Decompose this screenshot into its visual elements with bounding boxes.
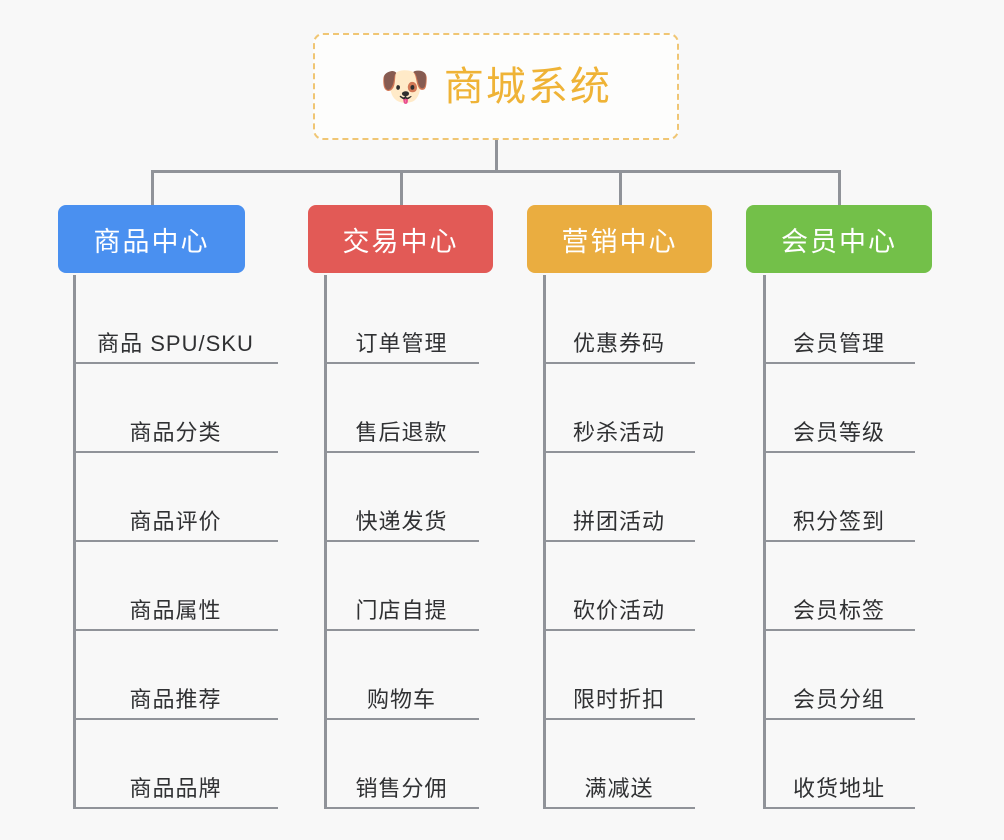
leaf-item[interactable]: 会员管理 — [763, 275, 915, 364]
category-box-marketing-center[interactable]: 营销中心 — [527, 205, 712, 273]
leaf-item[interactable]: 快递发货 — [324, 453, 479, 542]
leaf-item-label: 售后退款 — [355, 419, 448, 445]
leaf-item[interactable]: 会员标签 — [763, 542, 915, 631]
horizontal-bus-connector — [150, 170, 841, 173]
leaf-item-label: 积分签到 — [792, 508, 885, 534]
category-box-trade-center[interactable]: 交易中心 — [308, 205, 493, 273]
leaf-item[interactable]: 会员等级 — [763, 364, 915, 453]
leaf-item-label: 快递发货 — [355, 508, 448, 534]
leaf-item-label: 砍价活动 — [572, 597, 665, 623]
leaf-item[interactable]: 商品评价 — [73, 453, 278, 542]
leaf-item[interactable]: 售后退款 — [324, 364, 479, 453]
leaf-item-label: 会员管理 — [792, 330, 885, 356]
leaf-item[interactable]: 商品 SPU/SKU — [73, 275, 278, 364]
root-node[interactable]: 🐶 商城系统 — [313, 33, 679, 140]
category-label: 会员中心 — [781, 226, 897, 257]
leaf-column-marketing-center: 优惠券码秒杀活动拼团活动砍价活动限时折扣满减送 — [543, 275, 695, 809]
leaf-item[interactable]: 积分签到 — [763, 453, 915, 542]
branch-drop-connector-product-center — [150, 170, 154, 205]
leaf-item-label: 拼团活动 — [572, 508, 665, 534]
leaf-item[interactable]: 购物车 — [324, 631, 479, 720]
leaf-item-label: 商品评价 — [129, 508, 222, 534]
leaf-column-trade-center: 订单管理售后退款快递发货门店自提购物车销售分佣 — [324, 275, 479, 809]
leaf-item-label: 销售分佣 — [355, 775, 448, 801]
leaf-item[interactable]: 限时折扣 — [543, 631, 695, 720]
branch-drop-connector-trade-center — [399, 170, 403, 205]
leaf-item-label: 秒杀活动 — [572, 419, 665, 445]
leaf-item-label: 优惠券码 — [572, 330, 665, 356]
root-stem-connector — [495, 140, 498, 170]
leaf-spine-connector-product-center — [73, 275, 76, 809]
dog-face-icon: 🐶 — [380, 64, 430, 109]
leaf-item-label: 会员分组 — [792, 686, 885, 712]
leaf-item-label: 商品属性 — [129, 597, 222, 623]
leaf-item-label: 门店自提 — [355, 597, 448, 623]
leaf-item[interactable]: 收货地址 — [763, 720, 915, 809]
category-label: 营销中心 — [561, 226, 678, 257]
leaf-item-label: 订单管理 — [355, 330, 448, 356]
leaf-spine-connector-member-center — [763, 275, 766, 809]
leaf-column-member-center: 会员管理会员等级积分签到会员标签会员分组收货地址 — [763, 275, 915, 809]
leaf-item-label: 收货地址 — [792, 775, 885, 801]
leaf-column-product-center: 商品 SPU/SKU 商品分类商品评价商品属性商品推荐商品品牌 — [73, 275, 278, 809]
leaf-item-label: 会员标签 — [792, 597, 885, 623]
leaf-item[interactable]: 优惠券码 — [543, 275, 695, 364]
leaf-item[interactable]: 满减送 — [543, 720, 695, 809]
category-label: 交易中心 — [342, 226, 459, 257]
root-title: 商城系统 — [443, 64, 612, 109]
category-box-member-center[interactable]: 会员中心 — [746, 205, 932, 273]
leaf-item[interactable]: 商品品牌 — [73, 720, 278, 809]
leaf-spine-connector-trade-center — [324, 275, 327, 809]
category-label: 商品中心 — [93, 226, 210, 257]
leaf-item[interactable]: 砍价活动 — [543, 542, 695, 631]
branch-drop-connector-marketing-center — [618, 170, 622, 205]
leaf-item-label: 商品推荐 — [129, 686, 222, 712]
leaf-item[interactable]: 会员分组 — [763, 631, 915, 720]
leaf-item[interactable]: 商品分类 — [73, 364, 278, 453]
category-box-product-center[interactable]: 商品中心 — [58, 205, 245, 273]
leaf-item[interactable]: 商品推荐 — [73, 631, 278, 720]
leaf-item[interactable]: 门店自提 — [324, 542, 479, 631]
branch-drop-connector-member-center — [838, 170, 841, 205]
leaf-item[interactable]: 秒杀活动 — [543, 364, 695, 453]
leaf-item-label: 限时折扣 — [572, 686, 665, 712]
leaf-item-label: 会员等级 — [792, 419, 885, 445]
leaf-spine-connector-marketing-center — [543, 275, 546, 809]
leaf-item[interactable]: 拼团活动 — [543, 453, 695, 542]
leaf-item-label: 满减送 — [584, 775, 654, 801]
leaf-item[interactable]: 订单管理 — [324, 275, 479, 364]
leaf-item-label: 商品分类 — [129, 419, 222, 445]
leaf-item-label: 商品品牌 — [129, 775, 222, 801]
leaf-item[interactable]: 商品属性 — [73, 542, 278, 631]
leaf-item-label: 购物车 — [366, 686, 436, 712]
leaf-item[interactable]: 销售分佣 — [324, 720, 479, 809]
leaf-item-label: 商品 SPU/SKU — [97, 330, 254, 356]
